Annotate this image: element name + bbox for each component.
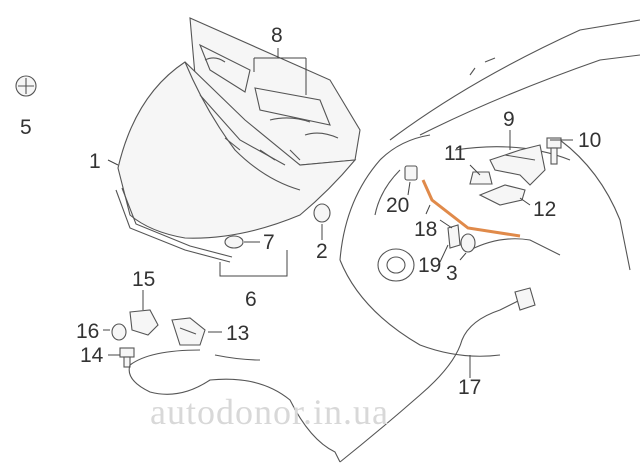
callout-6: 6 (245, 288, 257, 311)
callout-17: 17 (458, 376, 481, 399)
bolt-10 (546, 137, 562, 165)
callout-10: 10 (578, 129, 601, 152)
clip-7 (224, 235, 244, 249)
clip-20 (404, 165, 418, 181)
hood-1 (117, 61, 357, 239)
callout-12: 12 (533, 198, 556, 221)
hood-lock-13 (171, 317, 206, 346)
callout-19: 19 (418, 254, 441, 277)
nut-11 (469, 171, 493, 185)
car-body (339, 19, 640, 357)
callout-18: 18 (414, 218, 437, 241)
callout-7: 7 (263, 231, 275, 254)
lock-striker-15 (129, 309, 159, 336)
cap-16 (111, 323, 127, 341)
callout-14: 14 (80, 344, 104, 367)
callout-3: 3 (446, 262, 458, 285)
callout-13: 13 (226, 322, 249, 345)
hood-stay-rod-18 (421, 179, 521, 238)
grommet-3 (460, 233, 476, 253)
clip-19 (447, 224, 461, 249)
callout-15: 15 (132, 268, 155, 291)
callout-5: 5 (20, 116, 32, 139)
hood-seal-6 (115, 187, 233, 263)
bolt-14 (119, 347, 135, 368)
callout-8: 8 (271, 24, 283, 47)
callout-9: 9 (503, 108, 515, 131)
stopper-2 (313, 203, 331, 223)
watermark-text: autodonor.in.ua (150, 392, 389, 432)
callout-16: 16 (76, 320, 99, 343)
callout-11: 11 (444, 142, 466, 165)
callout-2: 2 (316, 240, 328, 263)
callout-1: 1 (89, 150, 101, 173)
callouts: 1 2 3 5 6 7 8 9 10 11 12 13 14 15 16 17 … (20, 24, 601, 399)
hood-hinge-12 (478, 184, 526, 206)
leader-lines (103, 48, 573, 378)
callout-20: 20 (386, 194, 409, 217)
hood-hinge-9 (489, 144, 546, 186)
release-cable-17 (128, 287, 536, 463)
clip-5 (15, 75, 37, 97)
